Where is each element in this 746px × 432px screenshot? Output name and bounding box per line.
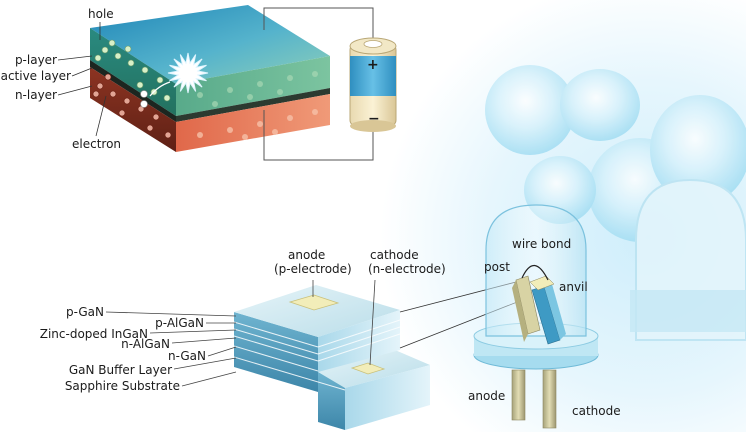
label-cathode-lead: cathode (572, 404, 621, 418)
label-anvil: anvil (559, 280, 588, 294)
label-n-algan: n-AlGaN (121, 337, 170, 351)
label-p-electrode: (p-electrode) (274, 262, 352, 276)
label-anode-lead: anode (468, 389, 506, 403)
top-leader-lines (57, 22, 107, 137)
battery-minus-symbol: − (368, 111, 380, 127)
label-n-layer: n-layer (14, 88, 57, 102)
led-package (473, 204, 599, 429)
label-n-gan: n-GaN (167, 349, 206, 363)
label-gan-buffer-layer: GaN Buffer Layer (68, 363, 172, 377)
circuit-wire (263, 7, 374, 161)
label-p-layer: p-layer (14, 53, 57, 67)
chip-leader-lines (105, 279, 376, 387)
label-hole: hole (88, 7, 114, 21)
label-n-electrode: (n-electrode) (368, 262, 446, 276)
battery (349, 37, 397, 132)
pn-junction-block (90, 5, 330, 152)
battery-plus-symbol: + (367, 57, 379, 73)
label-cathode-electrode: cathode (370, 248, 419, 262)
label-active-layer: active layer (0, 69, 71, 83)
label-p-algan: p-AlGaN (155, 316, 204, 330)
label-anode-electrode: anode (288, 248, 326, 262)
label-electron: electron (72, 137, 122, 151)
label-p-gan: p-GaN (65, 305, 104, 319)
label-wire-bond: wire bond (512, 237, 572, 251)
label-zinc-doped-ingan: Zinc-doped InGaN (39, 327, 148, 341)
photon-starburst (167, 52, 209, 94)
label-post: post (484, 260, 510, 274)
label-sapphire-substrate: Sapphire Substrate (64, 379, 180, 393)
led-chip-die (233, 285, 430, 430)
